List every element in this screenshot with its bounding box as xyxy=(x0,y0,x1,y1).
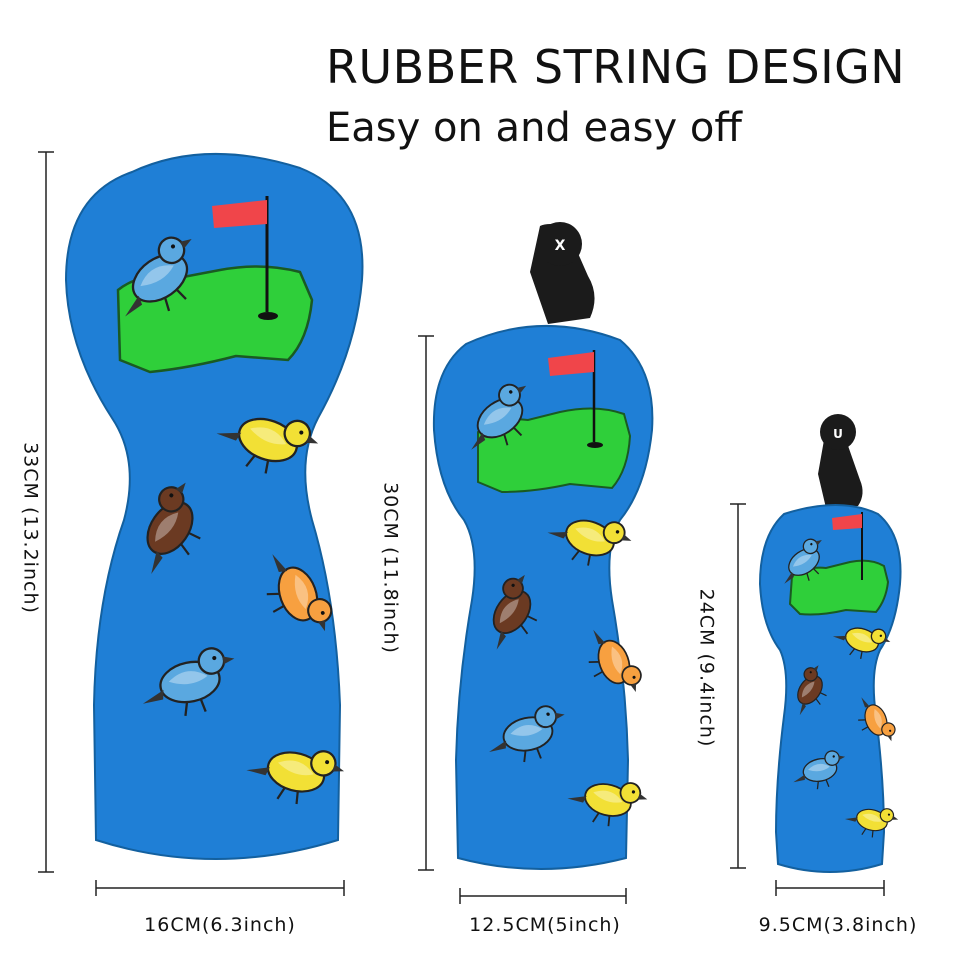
driver-width-label: 16CM(6.3inch) xyxy=(144,914,296,936)
headline-title: RUBBER STRING DESIGN xyxy=(326,40,906,94)
headline-subtitle: Easy on and easy off xyxy=(326,105,742,151)
dimension-lines xyxy=(38,151,885,904)
fairway-tag-mark: X xyxy=(555,238,566,254)
hybrid-height-label: 24CM (9.4inch) xyxy=(695,588,718,748)
hybrid-width-label: 9.5CM(3.8inch) xyxy=(758,914,918,936)
fairway-height-label: 30CM (11.8inch) xyxy=(379,482,402,654)
hybrid-tag-mark: U xyxy=(833,427,843,441)
hybrid-headcover xyxy=(758,414,902,873)
driver-headcover xyxy=(64,153,364,860)
fairway-headcover xyxy=(432,222,654,870)
fairway-width-label: 12.5CM(5inch) xyxy=(469,914,621,936)
driver-height-label: 33CM (13.2inch) xyxy=(19,442,42,614)
